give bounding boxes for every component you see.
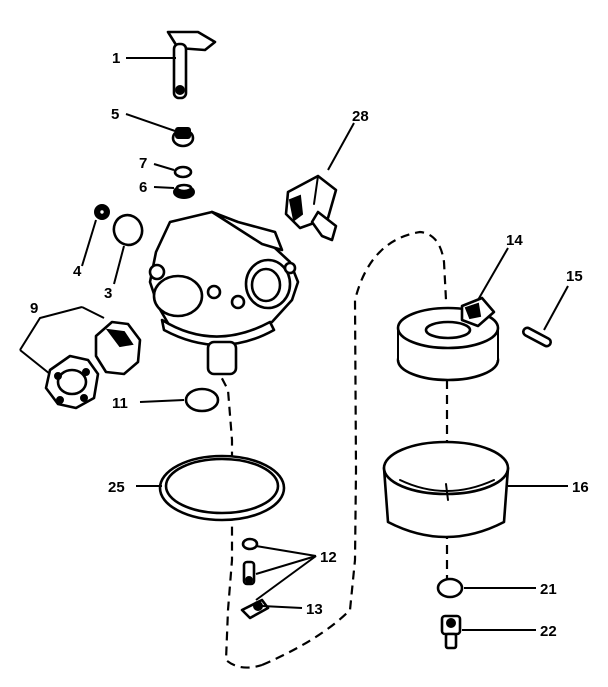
part-4-screw — [94, 204, 110, 220]
callout-6: 6 — [139, 179, 147, 196]
assembly-dash-line-center — [261, 230, 448, 667]
part-14-float — [396, 296, 500, 382]
part-13-screw — [240, 598, 270, 620]
part-1-bracket — [166, 30, 217, 100]
carburetor-body — [148, 210, 300, 376]
callout-7: 7 — [139, 155, 147, 172]
callout-15: 15 — [566, 268, 583, 285]
callout-9: 9 — [30, 300, 38, 317]
part-11-plug — [184, 387, 220, 413]
callout-11: 11 — [112, 395, 128, 412]
callout-25: 25 — [108, 479, 125, 496]
callout-12: 12 — [320, 549, 337, 566]
callout-22: 22 — [540, 623, 557, 640]
callout-14: 14 — [506, 232, 523, 249]
part-3-disc — [112, 213, 144, 247]
part-12-jets — [241, 537, 259, 586]
callout-1: 1 — [112, 50, 120, 67]
part-25-o-ring — [158, 454, 286, 522]
part-9-pump-cover — [44, 320, 142, 410]
callout-28: 28 — [352, 108, 369, 125]
part-16-float-bowl — [382, 440, 510, 539]
part-7-washer — [173, 165, 193, 179]
part-28-solenoid — [284, 174, 338, 242]
callout-5: 5 — [111, 106, 119, 123]
part-5-screw — [171, 127, 195, 148]
callout-13: 13 — [306, 601, 323, 618]
callout-3: 3 — [104, 285, 112, 302]
part-21-washer — [436, 577, 464, 599]
leader-lines — [19, 57, 569, 631]
callout-16: 16 — [572, 479, 589, 496]
part-22-bowl-nut — [440, 614, 462, 650]
callout-4: 4 — [73, 263, 82, 280]
part-6-seal — [173, 183, 195, 199]
callout-21: 21 — [540, 581, 557, 598]
part-15-pin — [521, 326, 553, 348]
